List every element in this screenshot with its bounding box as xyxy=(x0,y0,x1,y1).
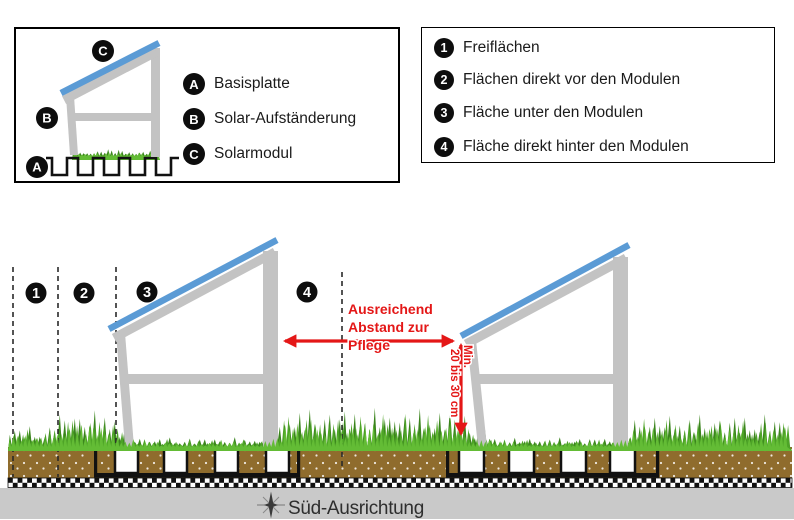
mounting-frame-beam xyxy=(61,48,159,104)
rear-post xyxy=(263,251,278,447)
height-note-label: Min. xyxy=(461,345,473,368)
number-3-badge: 3 xyxy=(434,103,454,123)
roof-cross-section-diagram: Süd-Ausrichtung Ausreiche xyxy=(0,237,794,519)
mounting-frame-crossbar xyxy=(70,113,154,121)
number-1-badge: 1 xyxy=(434,38,454,58)
legend-item-zone-2: 2 Flächen direkt vor den Modulen xyxy=(434,70,680,90)
legend-item-label: Solar-Aufständerung xyxy=(214,110,357,127)
legend-item-label: Solarmodul xyxy=(214,145,293,162)
marker-a-letter: A xyxy=(32,160,42,175)
legend-item-label: Fläche direkt hinter den Modulen xyxy=(463,138,689,155)
solar-module xyxy=(59,40,161,96)
sloped-beam xyxy=(463,254,629,348)
maintenance-note-line2: Abstand zur xyxy=(348,319,429,335)
marker-c-letter: C xyxy=(98,44,108,59)
legend-item-label: Freiflächen xyxy=(463,39,540,56)
south-orientation-bar xyxy=(0,488,794,519)
zone-marker-number: 1 xyxy=(32,286,40,302)
south-orientation-label: Süd-Ausrichtung xyxy=(288,498,424,519)
marker-b-letter: B xyxy=(42,111,51,126)
marker-a-badge: A xyxy=(26,156,48,178)
front-post xyxy=(116,333,134,447)
zone-marker-3: 3 xyxy=(136,281,158,303)
base-plate-section-2 xyxy=(446,447,660,478)
letter-c-badge: C xyxy=(183,143,205,165)
crossbar xyxy=(472,374,622,384)
letter-a-badge: A xyxy=(183,73,205,95)
sloped-beam xyxy=(111,248,278,342)
solar-module xyxy=(107,237,279,332)
legend-item-label: Fläche unter den Modulen xyxy=(463,104,644,121)
legend-item-solarmodul: C Solarmodul xyxy=(183,143,292,165)
crossbar xyxy=(121,374,270,384)
solar-array-1 xyxy=(107,237,279,447)
solar-array-2 xyxy=(459,242,631,447)
maintenance-note-line1: Ausreichend xyxy=(348,301,433,317)
marker-b-badge: B xyxy=(36,107,58,129)
zones-legend-panel: 1 Freiflächen 2 Flächen direkt vor den M… xyxy=(421,27,775,163)
maintenance-note-line3: Pflege xyxy=(348,337,390,353)
green-roof-grass-front xyxy=(8,423,792,451)
letter-b-badge: B xyxy=(183,108,205,130)
compass-icon xyxy=(257,491,285,519)
zone-marker-1: 1 xyxy=(25,282,47,304)
marker-c-badge: C xyxy=(92,40,114,62)
legend-item-label: Basisplatte xyxy=(214,75,290,92)
front-post xyxy=(467,340,487,447)
solar-module xyxy=(459,242,631,339)
height-note-value: 20 bis 30 cm xyxy=(448,349,460,417)
legend-item-zone-1: 1 Freiflächen xyxy=(434,38,540,58)
base-plate xyxy=(46,156,179,177)
legend-item-zone-4: 4 Fläche direkt hinter den Modulen xyxy=(434,137,689,157)
number-4-badge: 4 xyxy=(434,137,454,157)
zone-marker-number: 3 xyxy=(143,285,151,301)
number-2-badge: 2 xyxy=(434,70,454,90)
mounting-frame-front-post xyxy=(66,96,78,155)
structure-legend-panel: C B A A Basisplatte B Solar-Aufständerun… xyxy=(14,27,400,183)
zone-marker-2: 2 xyxy=(73,282,95,304)
green-roof-grass-back xyxy=(8,407,792,451)
zone-marker-number: 2 xyxy=(80,286,88,302)
zone-marker-4: 4 xyxy=(296,281,318,303)
legend-item-label: Flächen direkt vor den Modulen xyxy=(463,71,681,88)
zone-marker-number: 4 xyxy=(303,285,311,301)
structure-mini-diagram: C B A xyxy=(26,40,179,178)
legend-item-aufstaenderung: B Solar-Aufständerung xyxy=(183,108,356,130)
legend-item-zone-3: 3 Fläche unter den Modulen xyxy=(434,103,643,123)
legend-item-basisplatte: A Basisplatte xyxy=(183,73,290,95)
mounting-frame-rear-post xyxy=(151,48,160,157)
roof-membrane-strip xyxy=(7,477,793,488)
rear-post xyxy=(613,257,628,447)
